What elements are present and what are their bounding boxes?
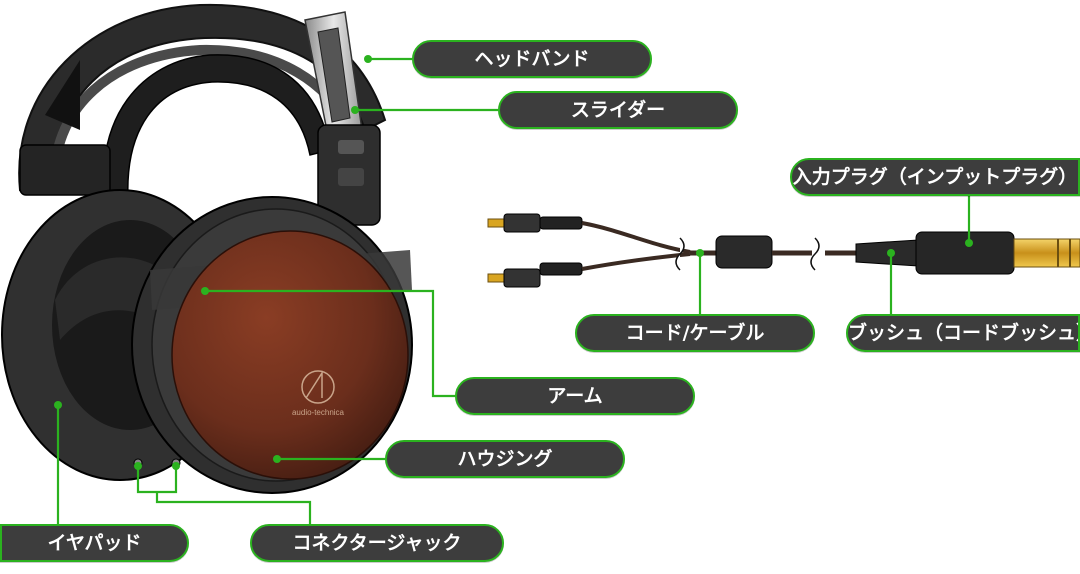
logo-text: audio-technica	[292, 408, 345, 417]
input-plug-body	[915, 231, 1015, 275]
label-housing: ハウジング	[385, 440, 625, 478]
cable-splitter	[715, 235, 773, 269]
label-slider: スライダー	[498, 91, 738, 129]
housing-wood	[171, 230, 409, 480]
label-earpad: イヤパッド	[0, 524, 189, 562]
leader-lines	[54, 55, 973, 524]
label-arm: アーム	[455, 377, 695, 415]
cable	[487, 213, 1080, 288]
label-connector-jack: コネクタージャック	[250, 524, 504, 562]
label-bush: ブッシュ（コードブッシュ）	[846, 314, 1080, 352]
mmcx-plug-top	[487, 213, 583, 233]
label-headband: ヘッドバンド	[412, 40, 652, 78]
headphone: audio-technica	[1, 3, 413, 494]
audio-technica-logo: audio-technica	[292, 370, 345, 417]
headband-shape	[18, 3, 387, 191]
label-cord-cable: コード/ケーブル	[575, 314, 815, 352]
mmcx-plug-bottom	[487, 262, 583, 288]
label-input-plug: 入力プラグ（インプットプラグ）	[790, 158, 1080, 196]
